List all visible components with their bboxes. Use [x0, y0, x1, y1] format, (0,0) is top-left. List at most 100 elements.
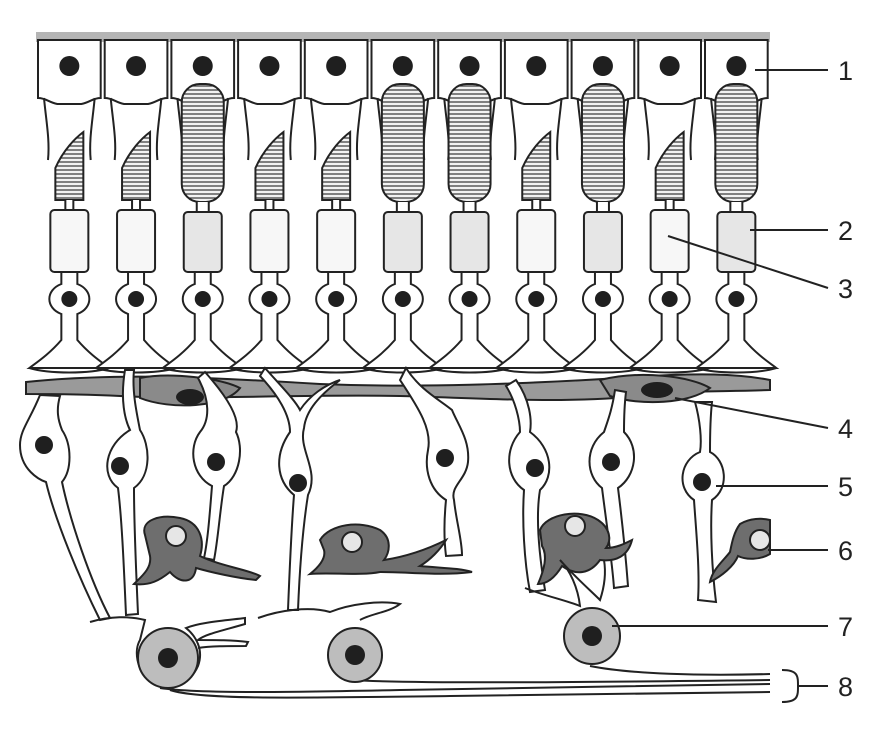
rod-connecting-cilium — [195, 202, 210, 213]
cone-inner-segment — [49, 209, 90, 273]
pigment-nucleus — [526, 56, 547, 76]
cone-outer-segment — [521, 129, 552, 201]
rod-cell-body — [559, 271, 646, 369]
cone-inner-segment — [249, 209, 290, 273]
rod-nucleus — [394, 291, 411, 307]
bipolar-cell — [588, 388, 636, 590]
pigment-nucleus — [659, 56, 680, 76]
label-3: 3 — [838, 274, 853, 304]
bipolar-cell — [398, 365, 470, 558]
rod-inner-segment — [449, 211, 490, 273]
cone-connecting-cilium — [64, 200, 75, 211]
cone-cell-body — [93, 271, 180, 369]
rod-cell-body — [359, 271, 446, 369]
label-5: 5 — [838, 472, 853, 502]
ganglion-dendrites — [524, 559, 606, 608]
amacrine-cell — [131, 515, 262, 586]
amacrine-cell-layer — [131, 512, 771, 586]
rod-nucleus — [194, 291, 211, 307]
rod-outer-segment — [447, 83, 492, 203]
pigment-nucleus — [392, 56, 413, 76]
cone-connecting-cilium — [531, 200, 542, 211]
leader-line-4 — [674, 397, 829, 429]
label-1: 1 — [838, 56, 853, 86]
pigment-nucleus — [192, 56, 213, 76]
bipolar-cell — [106, 369, 149, 617]
amacrine-nucleus — [564, 515, 586, 537]
amacrine-cell — [536, 512, 634, 586]
pigment-process — [289, 97, 296, 161]
pigment-process — [556, 97, 563, 161]
pigment-nucleus — [126, 56, 147, 76]
amacrine-nucleus — [341, 531, 363, 553]
bipolar-cell — [681, 401, 725, 604]
label-8: 8 — [838, 672, 853, 702]
ganglion-axon-bundle — [159, 683, 771, 693]
pigment-nucleus — [326, 56, 347, 76]
bipolar-nucleus — [602, 453, 620, 471]
photoreceptor-layer — [26, 39, 780, 374]
bracket-8 — [781, 669, 828, 703]
bipolar-cell — [18, 393, 112, 622]
bipolar-cell-layer — [18, 365, 725, 622]
bipolar-nucleus — [693, 473, 711, 491]
ganglion-dendrites — [257, 601, 403, 621]
label-2: 2 — [838, 216, 853, 246]
cone-inner-segment — [516, 209, 557, 273]
cone-nucleus — [261, 291, 278, 307]
rod-cell-body — [693, 271, 780, 369]
cone-connecting-cilium — [331, 200, 342, 211]
rod-cell-body — [159, 271, 246, 369]
rod-outer-segment — [180, 83, 225, 203]
cone-connecting-cilium — [131, 200, 142, 211]
rod-connecting-cilium — [595, 202, 610, 213]
bipolar-nucleus — [207, 453, 225, 471]
rod-nucleus — [728, 291, 745, 307]
pigment-process — [109, 97, 117, 161]
ganglion-nucleus — [345, 645, 365, 665]
pigment-process — [43, 97, 50, 161]
cone-outer-segment — [321, 129, 352, 201]
ganglion-axon-bundle — [169, 689, 771, 699]
pigment-process — [155, 97, 163, 161]
synaptic-terminal — [696, 367, 777, 374]
label-group: 1 2 3 4 5 6 7 8 — [838, 56, 853, 702]
cone-nucleus — [61, 291, 78, 307]
bipolar-nucleus — [436, 449, 454, 467]
ganglion-axon-bundle — [589, 665, 771, 676]
rod-inner-segment — [382, 211, 423, 273]
rod-inner-segment — [582, 211, 623, 273]
pigment-nucleus — [592, 56, 613, 76]
cone-nucleus — [328, 291, 345, 307]
cone-connecting-cilium — [264, 200, 275, 211]
bipolar-nucleus — [526, 459, 544, 477]
bipolar-cell — [504, 378, 551, 594]
bipolar-nucleus — [289, 474, 307, 492]
pigment-nucleus — [459, 56, 480, 76]
cone-inner-segment — [116, 209, 157, 273]
rod-connecting-cilium — [395, 202, 410, 213]
rod-outer-segment — [714, 83, 759, 203]
horizontal-cell-nucleus — [176, 389, 204, 405]
rod-cell-body — [426, 271, 513, 369]
bipolar-nucleus — [111, 457, 129, 475]
cone-outer-segment — [254, 129, 285, 201]
rod-connecting-cilium — [462, 202, 477, 213]
pigment-process — [509, 97, 517, 161]
rod-nucleus — [461, 291, 478, 307]
pigment-nucleus — [59, 56, 80, 76]
pigment-process — [309, 97, 317, 161]
cone-nucleus — [661, 291, 678, 307]
amacrine-nucleus — [165, 525, 187, 547]
horizontal-cell-nucleus-2 — [641, 382, 673, 398]
rod-outer-segment — [380, 83, 425, 203]
ganglion-axon-bundle — [349, 679, 771, 684]
cone-nucleus — [528, 291, 545, 307]
bipolar-nucleus — [35, 436, 53, 454]
pigment-process — [89, 97, 96, 161]
pigment-epithelium-band — [36, 32, 770, 42]
cone-inner-segment — [316, 209, 357, 273]
pigment-process — [356, 97, 363, 161]
cone-cell-body — [26, 271, 113, 369]
